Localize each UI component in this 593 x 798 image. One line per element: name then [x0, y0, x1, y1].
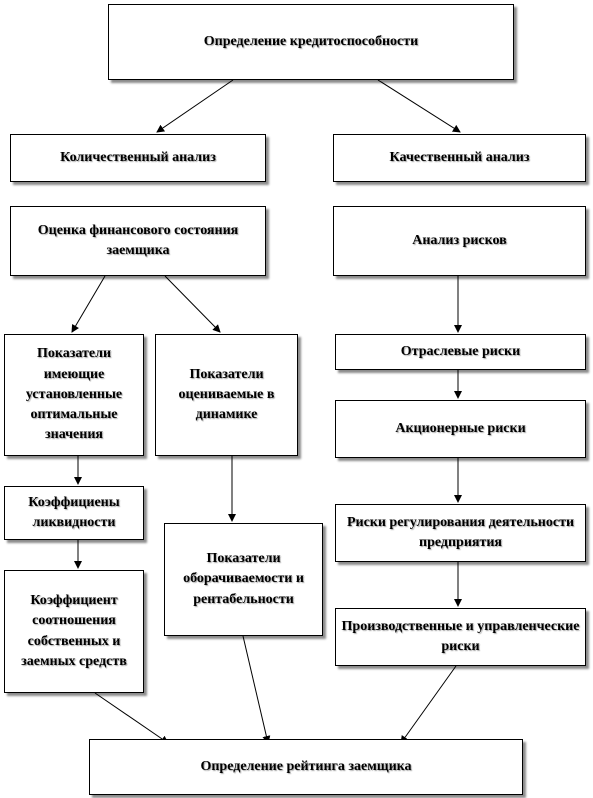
- root-node: Определение кредитоспособности: [108, 4, 514, 80]
- regulation-risks-node: Риски регулирования деятельности предпри…: [335, 504, 586, 562]
- risk-analysis-node-label: Анализ рисков: [412, 232, 507, 248]
- arrow-production-to-rating: [400, 665, 457, 744]
- regulation-risks-node-label: Риски регулирования деятельности предпри…: [346, 514, 575, 550]
- root-node-label: Определение кредитоспособности: [203, 33, 419, 49]
- qual-node-label: Качественный анализ: [389, 149, 530, 165]
- ratio-node: Коэффициент соотношения собственных и за…: [4, 570, 144, 693]
- industry-risks-node-label: Отраслевые риски: [400, 343, 521, 359]
- risk-analysis-node: Анализ рисков: [333, 206, 586, 276]
- liquidity-node-label: Коэффициены ликвидности: [28, 494, 120, 530]
- turnover-node: Показатели оборачиваемости и рентабельно…: [164, 523, 323, 636]
- liquidity-node: Коэффициены ликвидности: [4, 486, 144, 540]
- turnover-node-label: Показатели оборачиваемости и рентабельно…: [183, 551, 304, 607]
- arrow-turnover-to-rating: [242, 635, 271, 744]
- rating-node-label: Определение рейтинга заемщика: [200, 758, 412, 774]
- quant-node-label: Количественный анализ: [60, 149, 216, 165]
- rating-node: Определение рейтинга заемщика: [89, 739, 523, 795]
- optimal-node: Показатели имеющие установленные оптимал…: [4, 334, 144, 456]
- industry-risks-node: Отраслевые риски: [335, 334, 586, 370]
- arrow-ratio-to-rating: [94, 692, 169, 744]
- dynamic-node: Показатели оцениваемые в динамике: [155, 334, 298, 456]
- financial-node-label: Оценка финансового состояния заемщика: [37, 222, 239, 258]
- production-risks-node: Производственные и управленческие риски: [335, 608, 586, 666]
- arrow-financial-to-optimal: [71, 275, 106, 333]
- arrow-root-to-qual: [377, 79, 461, 133]
- qual-node: Качественный анализ: [333, 134, 586, 182]
- dynamic-node-label: Показатели оцениваемые в динамике: [178, 366, 275, 423]
- financial-node: Оценка финансового состояния заемщика: [10, 206, 266, 276]
- quant-node: Количественный анализ: [10, 134, 266, 182]
- shareholder-risks-node: Акционерные риски: [335, 400, 586, 458]
- shareholder-risks-node-label: Акционерные риски: [395, 420, 526, 436]
- optimal-node-label: Показатели имеющие установленные оптимал…: [25, 346, 123, 443]
- ratio-node-label: Коэффициент соотношения собственных и за…: [21, 592, 127, 669]
- production-risks-node-label: Производственные и управленческие риски: [341, 618, 580, 654]
- arrow-financial-to-dynamic: [164, 275, 221, 333]
- arrow-root-to-quant: [156, 79, 234, 133]
